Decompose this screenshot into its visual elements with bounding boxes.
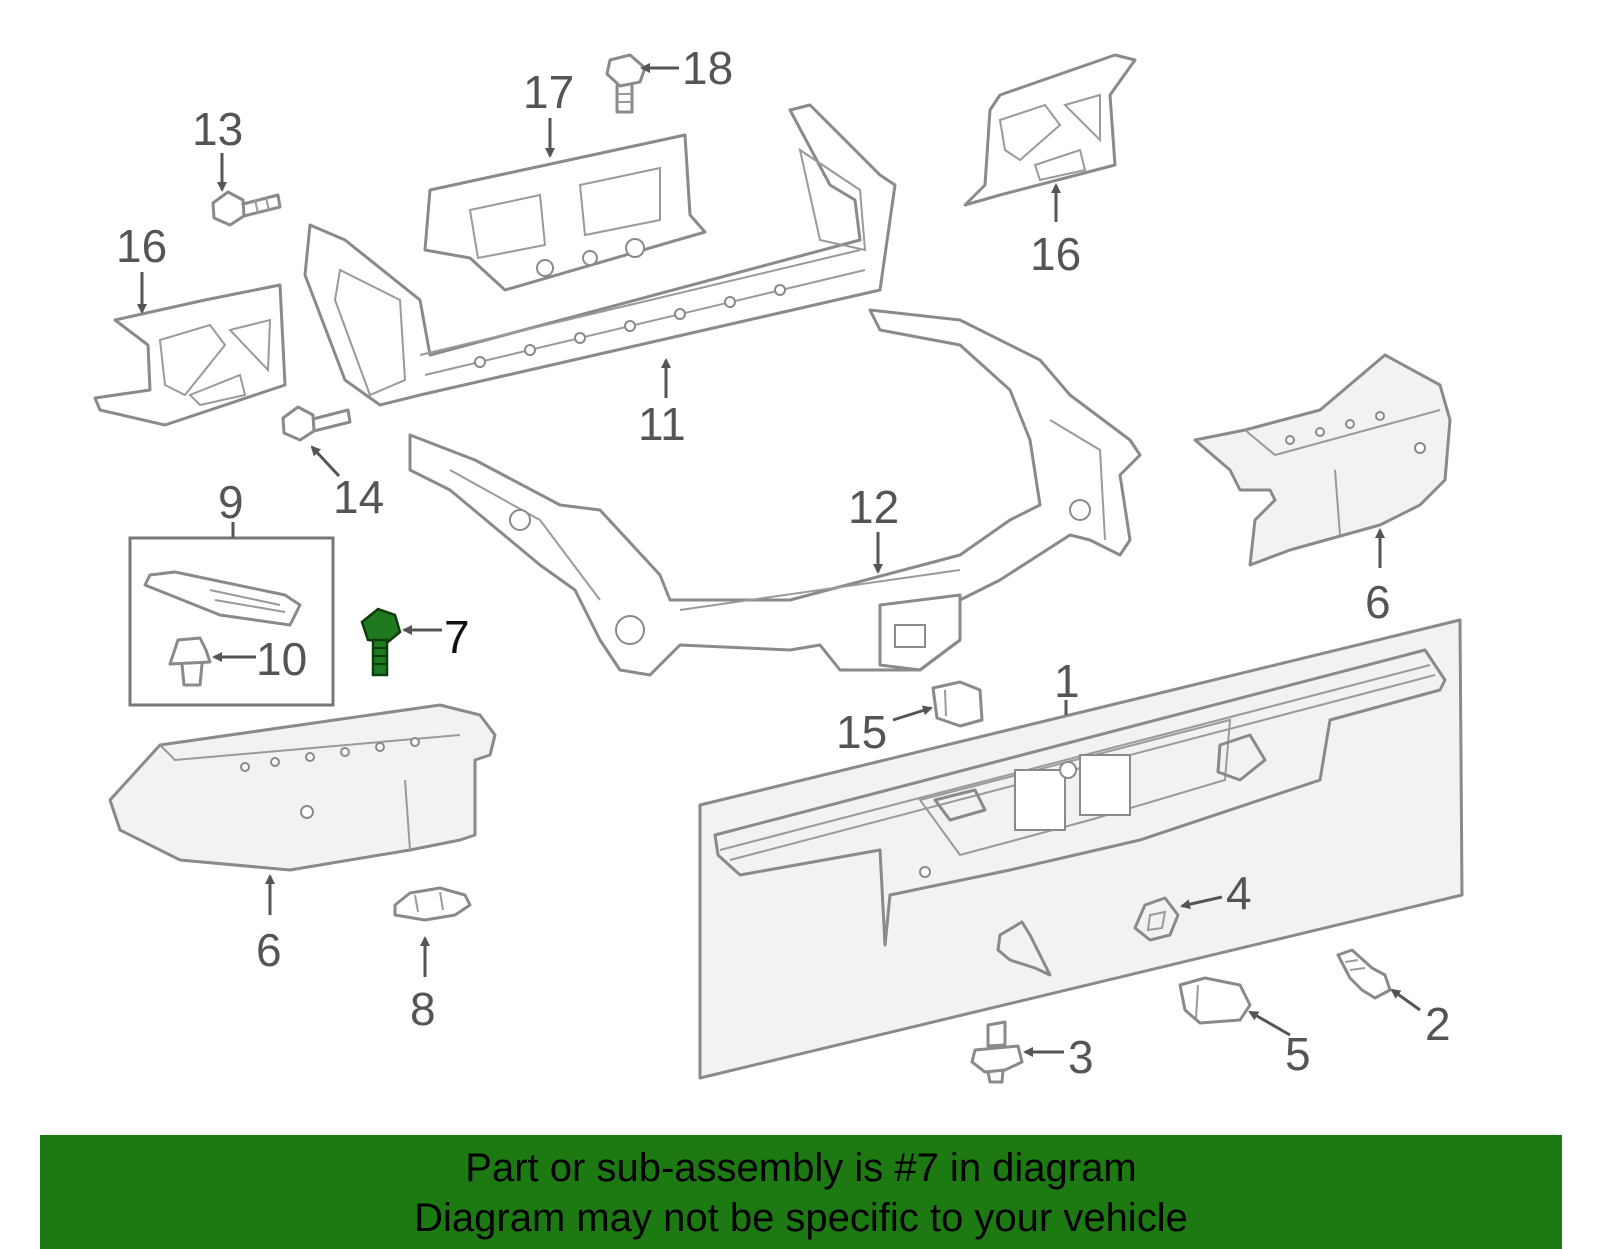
callout-12: 12 xyxy=(848,481,899,533)
callout-4: 4 xyxy=(1226,867,1252,919)
info-banner: Part or sub-assembly is #7 in diagram Di… xyxy=(40,1135,1562,1249)
banner-line-2: Diagram may not be specific to your vehi… xyxy=(414,1196,1188,1240)
part-13-bolt[interactable] xyxy=(211,190,282,227)
callout-2: 2 xyxy=(1425,998,1451,1050)
part-16-bracket-left[interactable] xyxy=(93,283,287,427)
callout-16-right: 16 xyxy=(1030,228,1081,280)
callout-5: 5 xyxy=(1285,1028,1311,1080)
callout-3: 3 xyxy=(1068,1031,1094,1083)
part-8-bracket[interactable] xyxy=(393,886,472,922)
banner-line-1: Part or sub-assembly is #7 in diagram xyxy=(465,1146,1137,1190)
part-12-hitch-frame[interactable] xyxy=(408,308,1142,677)
part-4-clip[interactable] xyxy=(1133,896,1180,942)
callout-8: 8 xyxy=(410,983,436,1035)
part-9-pad[interactable] xyxy=(143,570,302,627)
callout-18: 18 xyxy=(682,42,733,94)
callout-13: 13 xyxy=(192,103,243,155)
callout-1: 1 xyxy=(1054,655,1080,707)
leader-lines xyxy=(137,63,1421,1057)
part-2-push-clip[interactable] xyxy=(1336,948,1392,1000)
callout-9: 9 xyxy=(218,476,244,528)
part-3-push-rivet[interactable] xyxy=(970,1020,1024,1084)
callout-16-left: 16 xyxy=(116,220,167,272)
part-15-plug[interactable] xyxy=(931,680,984,728)
callout-11: 11 xyxy=(638,398,686,450)
callout-14: 14 xyxy=(333,471,384,523)
part-6-bumper-end-left[interactable] xyxy=(108,703,497,872)
part-17-bracket[interactable] xyxy=(423,133,707,292)
part-14-bolt[interactable] xyxy=(281,405,352,442)
callout-labels: 18 17 13 16 16 11 14 9 12 6 10 7 15 1 6 … xyxy=(116,42,1451,1083)
part-6-bumper-end-right[interactable] xyxy=(1193,353,1452,567)
part-11-crossmember[interactable] xyxy=(303,103,897,407)
callout-6-right: 6 xyxy=(1365,576,1391,628)
part-5-grommet[interactable] xyxy=(1178,976,1252,1025)
part-1-step-bumper-assembly[interactable] xyxy=(698,618,1464,1080)
callout-17: 17 xyxy=(523,66,574,118)
callout-6-left: 6 xyxy=(256,924,282,976)
part-16-bracket-right[interactable] xyxy=(963,53,1137,207)
part-7-bolt-highlighted[interactable] xyxy=(360,607,402,677)
callout-7: 7 xyxy=(444,611,470,663)
part-10-clip[interactable] xyxy=(168,636,212,687)
part-18-bolt[interactable] xyxy=(605,53,647,114)
callout-10: 10 xyxy=(256,633,307,685)
bracket-small[interactable] xyxy=(996,920,1052,977)
callout-15: 15 xyxy=(836,706,887,758)
